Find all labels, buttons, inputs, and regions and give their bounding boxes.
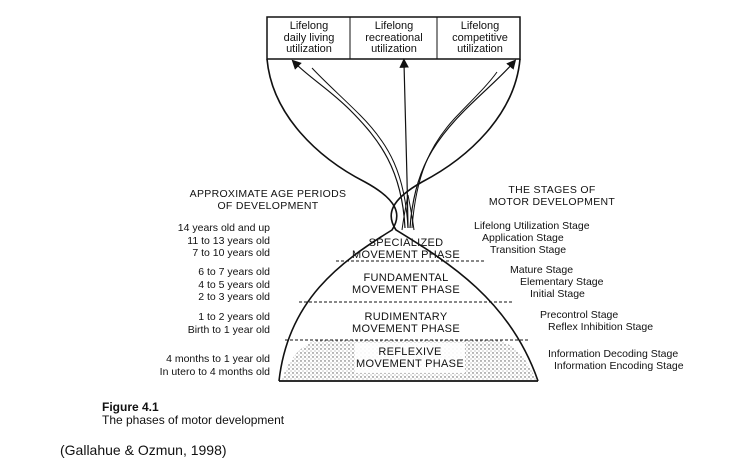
stage-application: Application Stage (482, 232, 564, 244)
arrow-recreational (399, 58, 409, 229)
utilization-daily-living-line1: Lifelong (289, 20, 329, 32)
hourglass-left-outline (266, 58, 398, 382)
stage-precontrol: Precontrol Stage (540, 309, 619, 321)
utilization-competitive-line3: utilization (457, 43, 503, 55)
figure-number: Figure 4.1 (102, 400, 159, 414)
ages-specialized: 14 years old and up 11 to 13 years old 7… (178, 222, 270, 260)
utilization-recreational-line1: Lifelong (374, 20, 414, 32)
phase-reflexive-line2: MOVEMENT PHASE (356, 358, 464, 370)
utilization-daily-living-line3: utilization (286, 43, 332, 55)
left-heading-line2: OF DEVELOPMENT (217, 200, 319, 212)
left-heading: APPROXIMATE AGE PERIODS OF DEVELOPMENT (178, 188, 358, 212)
right-heading-line1: THE STAGES OF (508, 184, 596, 196)
stages-fundamental: Mature Stage Elementary Stage Initial St… (510, 264, 603, 300)
stage-elementary: Elementary Stage (520, 276, 604, 288)
age-utero-4mo: In utero to 4 months old (159, 365, 270, 378)
phase-fundamental: FUNDAMENTAL MOVEMENT PHASE (346, 272, 466, 296)
right-heading: THE STAGES OF MOTOR DEVELOPMENT (467, 184, 637, 208)
phase-specialized: SPECIALIZED MOVEMENT PHASE (346, 237, 466, 261)
phase-fundamental-line2: MOVEMENT PHASE (352, 284, 460, 296)
hourglass-right-outline (390, 58, 539, 382)
utilization-competitive-line1: Lifelong (460, 20, 500, 32)
left-heading-line1: APPROXIMATE AGE PERIODS (189, 188, 347, 200)
phase-specialized-line2: MOVEMENT PHASE (352, 249, 460, 261)
stage-information-encoding: Information Encoding Stage (554, 360, 684, 372)
stage-information-decoding: Information Decoding Stage (548, 348, 679, 360)
age-birth-1: Birth to 1 year old (187, 323, 270, 336)
stages-specialized: Lifelong Utilization Stage Application S… (474, 220, 590, 256)
citation: (Gallahue & Ozmun, 1998) (60, 442, 227, 458)
phase-fundamental-line1: FUNDAMENTAL (363, 272, 449, 284)
utilization-competitive: Lifelong competitive utilization (430, 20, 530, 56)
utilization-recreational-line2: recreational (365, 31, 423, 44)
stage-mature: Mature Stage (510, 264, 574, 276)
age-4mo-1yr: 4 months to 1 year old (166, 353, 270, 365)
age-7-10: 7 to 10 years old (192, 247, 270, 259)
top-utilization-box (266, 16, 521, 60)
age-2-3: 2 to 3 years old (198, 291, 270, 303)
stage-reflex-inhibition: Reflex Inhibition Stage (548, 321, 654, 333)
age-1-2: 1 to 2 years old (198, 311, 270, 323)
ages-rudimentary: 1 to 2 years old Birth to 1 year old (188, 311, 270, 336)
age-11-13: 11 to 13 years old (187, 234, 270, 247)
arrow-daily-living (291, 59, 406, 229)
utilization-recreational: Lifelong recreational utilization (344, 20, 444, 56)
utilization-daily-living: Lifelong daily living utilization (259, 20, 359, 56)
age-6-7: 6 to 7 years old (198, 266, 270, 278)
arrow-competitive-inner (411, 71, 498, 229)
reflexive-label-bg (355, 343, 465, 373)
ages-reflexive: 4 months to 1 year old In utero to 4 mon… (160, 353, 270, 378)
stage-transition: Transition Stage (490, 244, 567, 256)
phase-rudimentary: RUDIMENTARY MOVEMENT PHASE (346, 311, 466, 335)
stages-rudimentary: Precontrol Stage Reflex Inhibition Stage (540, 309, 653, 333)
arrow-stem (401, 194, 415, 231)
phase-rudimentary-line2: MOVEMENT PHASE (352, 323, 460, 335)
age-4-5: 4 to 5 years old (198, 278, 270, 291)
arrow-competitive (409, 59, 517, 229)
figure-title: The phases of motor development (102, 413, 285, 427)
phase-reflexive: REFLEXIVE MOVEMENT PHASE (350, 346, 470, 370)
arrow-daily-living-inner (311, 67, 409, 229)
stage-lifelong-utilization: Lifelong Utilization Stage (474, 220, 590, 232)
utilization-daily-living-line2: daily living (283, 31, 335, 44)
age-14-up: 14 years old and up (177, 222, 270, 234)
phase-reflexive-line1: REFLEXIVE (378, 346, 442, 358)
phase-rudimentary-line1: RUDIMENTARY (364, 311, 448, 323)
utilization-competitive-line2: competitive (452, 31, 508, 44)
ages-fundamental: 6 to 7 years old 4 to 5 years old 2 to 3… (198, 266, 270, 304)
phase-specialized-line1: SPECIALIZED (368, 237, 444, 249)
stage-initial: Initial Stage (530, 288, 585, 300)
utilization-recreational-line3: utilization (371, 43, 417, 55)
stages-reflexive: Information Decoding Stage Information E… (548, 348, 684, 372)
right-heading-line2: MOTOR DEVELOPMENT (488, 196, 616, 208)
